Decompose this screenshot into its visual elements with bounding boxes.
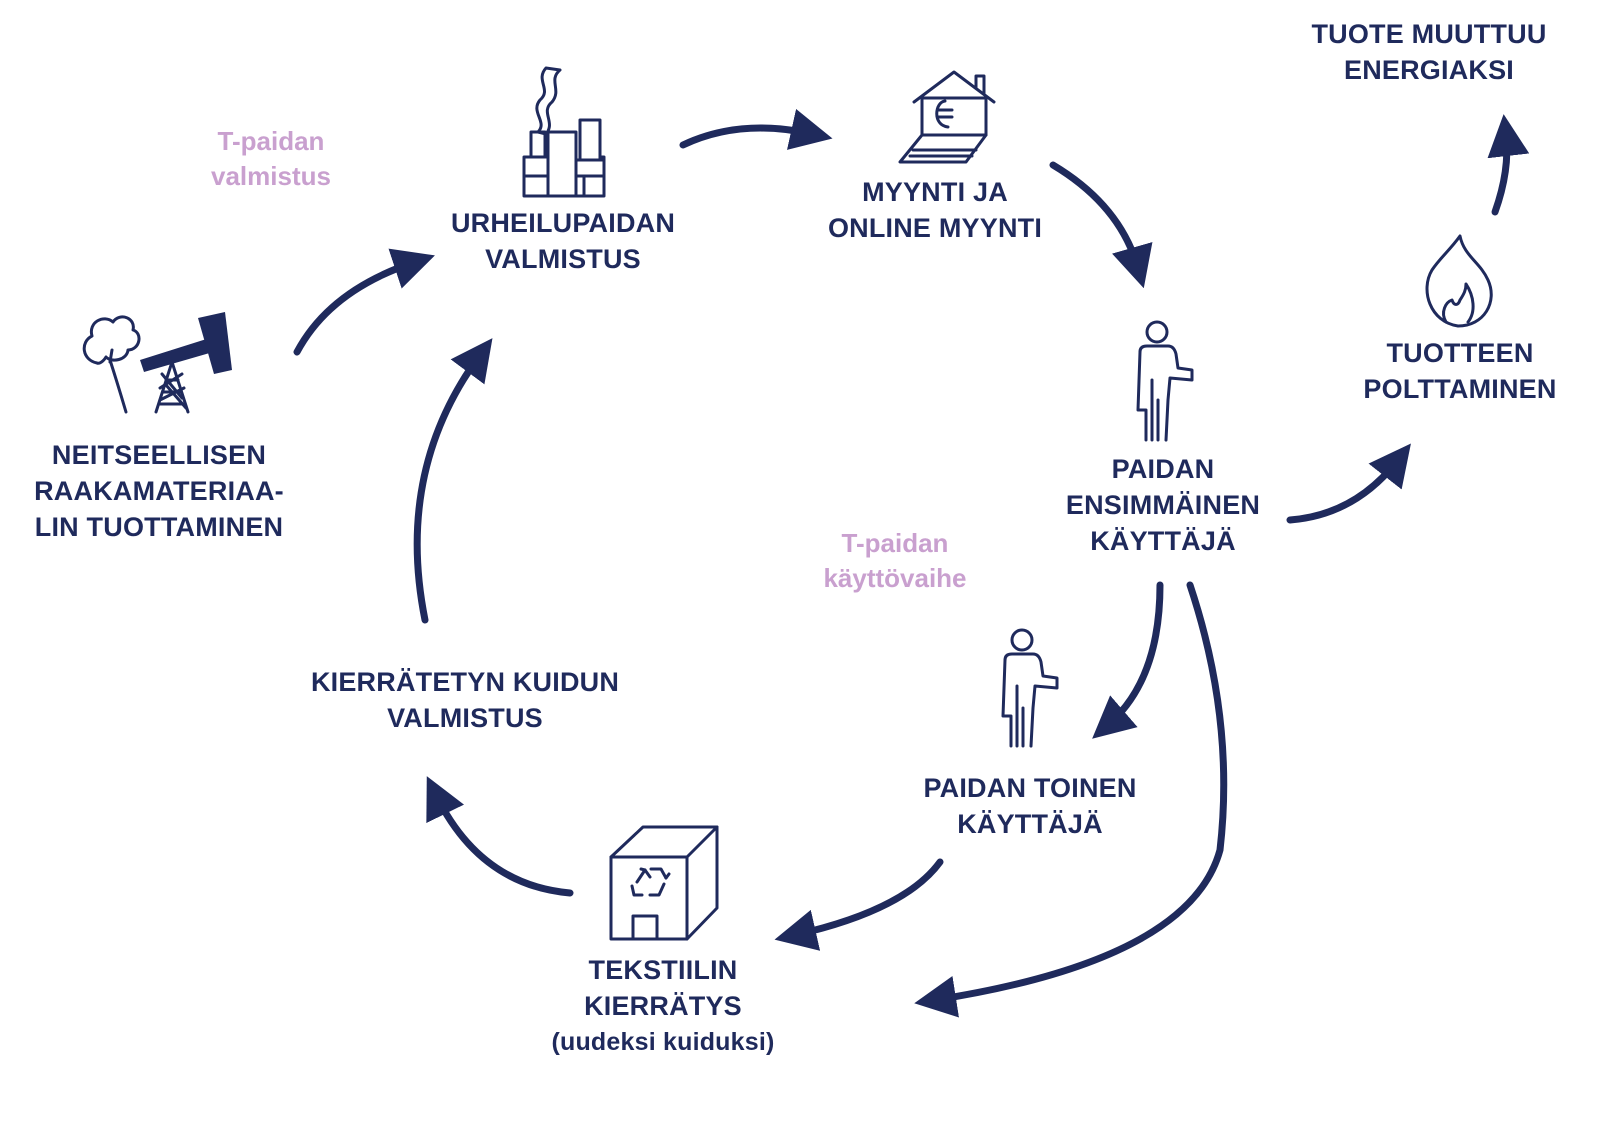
arrow-first-user-to-recycling — [914, 581, 1228, 1018]
phase-label-line: käyttövaihe — [823, 563, 967, 593]
node-label-line: MYYNTI JA — [862, 177, 1008, 207]
node-label-line: (uudeksi kuiduksi) — [551, 1028, 775, 1056]
phase-label-line: valmistus — [211, 161, 331, 191]
node-incineration: TUOTTEEN POLTTAMINEN — [1362, 335, 1558, 407]
node-label-line: POLTTAMINEN — [1363, 374, 1557, 404]
arrow-manufacturing-to-sales — [679, 108, 833, 150]
arrow-second-user-to-recycling — [774, 858, 944, 951]
node-energy: TUOTE MUUTTUU ENERGIAKSI — [1310, 16, 1548, 88]
node-label-line: URHEILUPAIDAN — [450, 208, 676, 238]
node-label-line: PAIDAN TOINEN — [923, 773, 1137, 803]
node-raw-material: NEITSEELLISEN RAAKAMATERIAA- LIN TUOTTAM… — [30, 437, 288, 545]
node-label-line: TUOTTEEN — [1386, 338, 1534, 368]
phase-label-use: T-paidan käyttövaihe — [810, 526, 980, 596]
node-label-line: KÄYTTÄJÄ — [957, 809, 1103, 839]
factory-icon — [522, 66, 606, 198]
online-shop-icon — [898, 70, 996, 164]
node-label-line: ENERGIAKSI — [1343, 55, 1515, 85]
arrow-first-user-to-second-user — [1092, 581, 1164, 739]
flame-icon — [1425, 234, 1493, 328]
arrow-sales-to-first-user — [1049, 161, 1153, 289]
node-label-line: KÄYTTÄJÄ — [1090, 526, 1236, 556]
node-second-user: PAIDAN TOINEN KÄYTTÄJÄ — [914, 770, 1146, 842]
tree-icon — [82, 315, 141, 414]
phase-label-line: T-paidan — [217, 126, 325, 156]
node-label-line: VALMISTUS — [485, 244, 641, 274]
phase-label-line: T-paidan — [841, 528, 949, 558]
recycling-box-icon — [609, 825, 719, 941]
node-label-line: TEKSTIILIN — [588, 955, 738, 985]
node-label-line: VALMISTUS — [387, 703, 543, 733]
person-icon-second — [1001, 628, 1059, 748]
person-icon — [1136, 320, 1194, 442]
arrow-first-user-to-incineration — [1286, 443, 1411, 524]
node-label-line: NEITSEELLISEN — [51, 440, 267, 470]
node-label-line: LIN TUOTTAMINEN — [34, 512, 284, 542]
arrow-recycled-fiber-to-manufacturing — [413, 338, 493, 624]
node-textile-recycling: TEKSTIILIN KIERRÄTYS (uudeksi kuiduksi) — [538, 952, 788, 1060]
node-recycled-fiber: KIERRÄTETYN KUIDUN VALMISTUS — [310, 664, 620, 736]
node-label-line: KIERRÄTYS — [584, 991, 742, 1021]
node-label-line: ONLINE MYYNTI — [827, 213, 1043, 243]
oil-pump-icon — [140, 312, 232, 414]
node-label-line: PAIDAN — [1111, 454, 1215, 484]
node-shirt-manufacturing: URHEILUPAIDAN VALMISTUS — [440, 205, 686, 277]
arrow-incineration-to-energy — [1487, 114, 1530, 216]
node-sales: MYYNTI JA ONLINE MYYNTI — [820, 174, 1050, 246]
node-label-line: KIERRÄTETYN KUIDUN — [310, 667, 620, 697]
node-label-line: RAAKAMATERIAA- — [34, 476, 284, 506]
phase-label-manufacturing: T-paidan valmistus — [196, 124, 346, 194]
arrow-recycling-to-recycled-fiber — [426, 776, 574, 897]
node-first-user: PAIDAN ENSIMMÄINEN KÄYTTÄJÄ — [1050, 451, 1276, 559]
arrow-raw-to-manufacturing — [293, 248, 435, 356]
node-label-line: TUOTE MUUTTUU — [1311, 19, 1547, 49]
node-label-line: ENSIMMÄINEN — [1065, 490, 1261, 520]
